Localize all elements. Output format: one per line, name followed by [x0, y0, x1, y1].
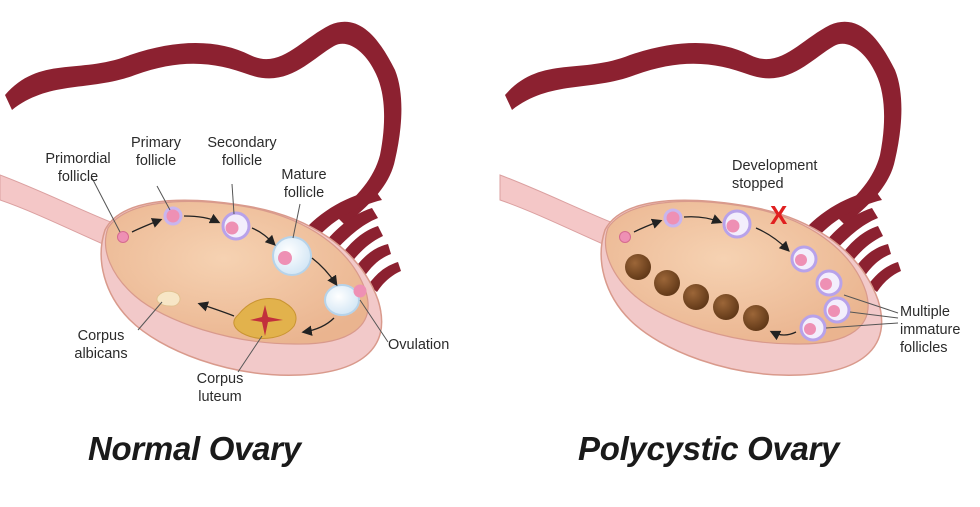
- corpus-luteum: [233, 298, 297, 339]
- mature-follicle: [272, 236, 312, 276]
- immature-follicles: [790, 245, 851, 342]
- ovary-body-right: [604, 200, 869, 345]
- fallopian-tube-left: [5, 21, 402, 225]
- leader-lines-right: [825, 294, 899, 329]
- fallopian-tube-right: [505, 21, 902, 225]
- cyst: [683, 284, 709, 310]
- secondary-follicle-right: [722, 209, 752, 239]
- primary-follicle-right: [663, 208, 683, 228]
- secondary-follicle: [221, 211, 251, 241]
- corpus-albicans: [156, 290, 181, 307]
- primary-follicle: [163, 206, 183, 226]
- immature-follicle: [823, 296, 851, 324]
- label-development-stopped: Development stopped: [732, 158, 818, 192]
- label-corpus-luteum: Corpus luteum: [196, 371, 244, 405]
- immature-follicle: [799, 314, 827, 342]
- cyst: [713, 294, 739, 320]
- normal-ovary-group: [0, 21, 402, 376]
- ovulation-follicle: [324, 284, 367, 316]
- label-secondary-follicle: Secondary follicle: [207, 135, 277, 169]
- label-corpus-albicans: Corpus albicans: [74, 328, 128, 362]
- cycle-arrows-right: [633, 214, 797, 341]
- immature-follicle: [815, 269, 843, 297]
- label-primordial-follicle: Primordial follicle: [45, 151, 111, 185]
- ovary-body-left: [104, 200, 369, 345]
- leader-lines-left: [91, 177, 389, 373]
- title-normal-ovary: Normal Ovary: [88, 430, 301, 467]
- development-stopped-x-mark: X: [770, 200, 788, 230]
- cysts: [625, 254, 769, 331]
- polycystic-ovary-group: [499, 21, 902, 376]
- label-multiple-immature-follicles: Multiple immature follicles: [900, 304, 961, 356]
- cyst: [743, 305, 769, 331]
- ligament-right: [499, 174, 619, 249]
- primordial-follicle-right: [619, 231, 631, 243]
- label-mature-follicle: Mature follicle: [281, 167, 327, 201]
- label-ovulation: Ovulation: [388, 337, 450, 353]
- cyst: [654, 270, 680, 296]
- immature-follicle: [790, 245, 818, 273]
- cyst: [625, 254, 651, 280]
- title-polycystic-ovary: Polycystic Ovary: [578, 430, 840, 467]
- cycle-arrows-left: [131, 213, 338, 336]
- primordial-follicle: [117, 231, 129, 243]
- label-primary-follicle: Primary follicle: [131, 135, 181, 169]
